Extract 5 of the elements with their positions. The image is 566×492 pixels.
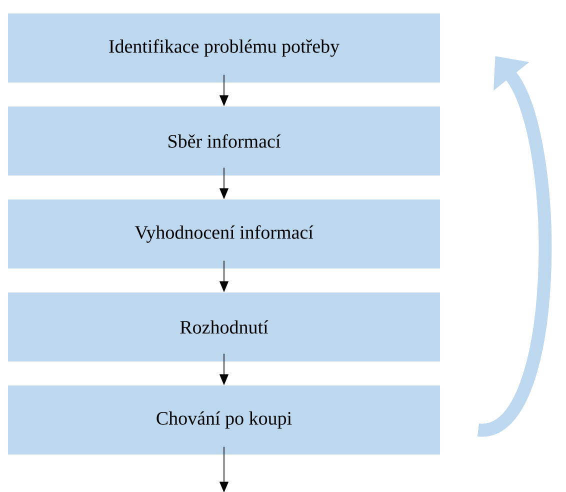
process-box: Chování po koupi <box>8 386 440 454</box>
process-box: Vyhodnocení informací <box>8 200 440 268</box>
process-box: Sběr informací <box>8 106 440 176</box>
process-box: Identifikace problému potřeby <box>8 14 440 82</box>
process-box: Rozhodnutí <box>8 292 440 362</box>
